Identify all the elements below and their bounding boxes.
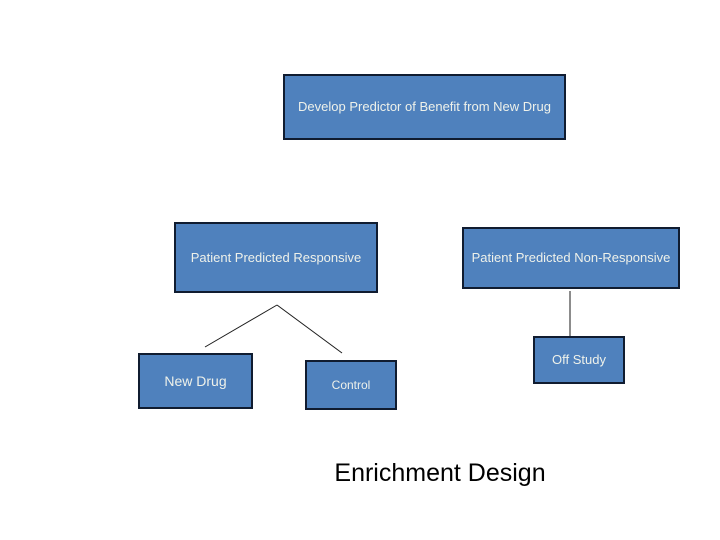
node-new-drug-label: New Drug — [164, 372, 227, 389]
connector-responsive-to-new-drug — [204, 304, 278, 348]
node-develop-predictor: Develop Predictor of Benefit from New Dr… — [283, 74, 566, 140]
node-patient-predicted-non-responsive: Patient Predicted Non-Responsive — [462, 227, 680, 289]
connector-responsive-to-control — [276, 304, 343, 354]
node-develop-predictor-label: Develop Predictor of Benefit from New Dr… — [298, 99, 551, 115]
diagram-title: Enrichment Design — [334, 459, 546, 487]
node-patient-predicted-responsive: Patient Predicted Responsive — [174, 222, 378, 293]
node-new-drug: New Drug — [138, 353, 253, 409]
node-control: Control — [305, 360, 397, 410]
node-control-label: Control — [331, 377, 371, 392]
node-patient-predicted-non-responsive-label: Patient Predicted Non-Responsive — [471, 250, 671, 266]
node-off-study: Off Study — [533, 336, 625, 384]
node-patient-predicted-responsive-label: Patient Predicted Responsive — [190, 249, 362, 265]
node-off-study-label: Off Study — [552, 352, 606, 368]
